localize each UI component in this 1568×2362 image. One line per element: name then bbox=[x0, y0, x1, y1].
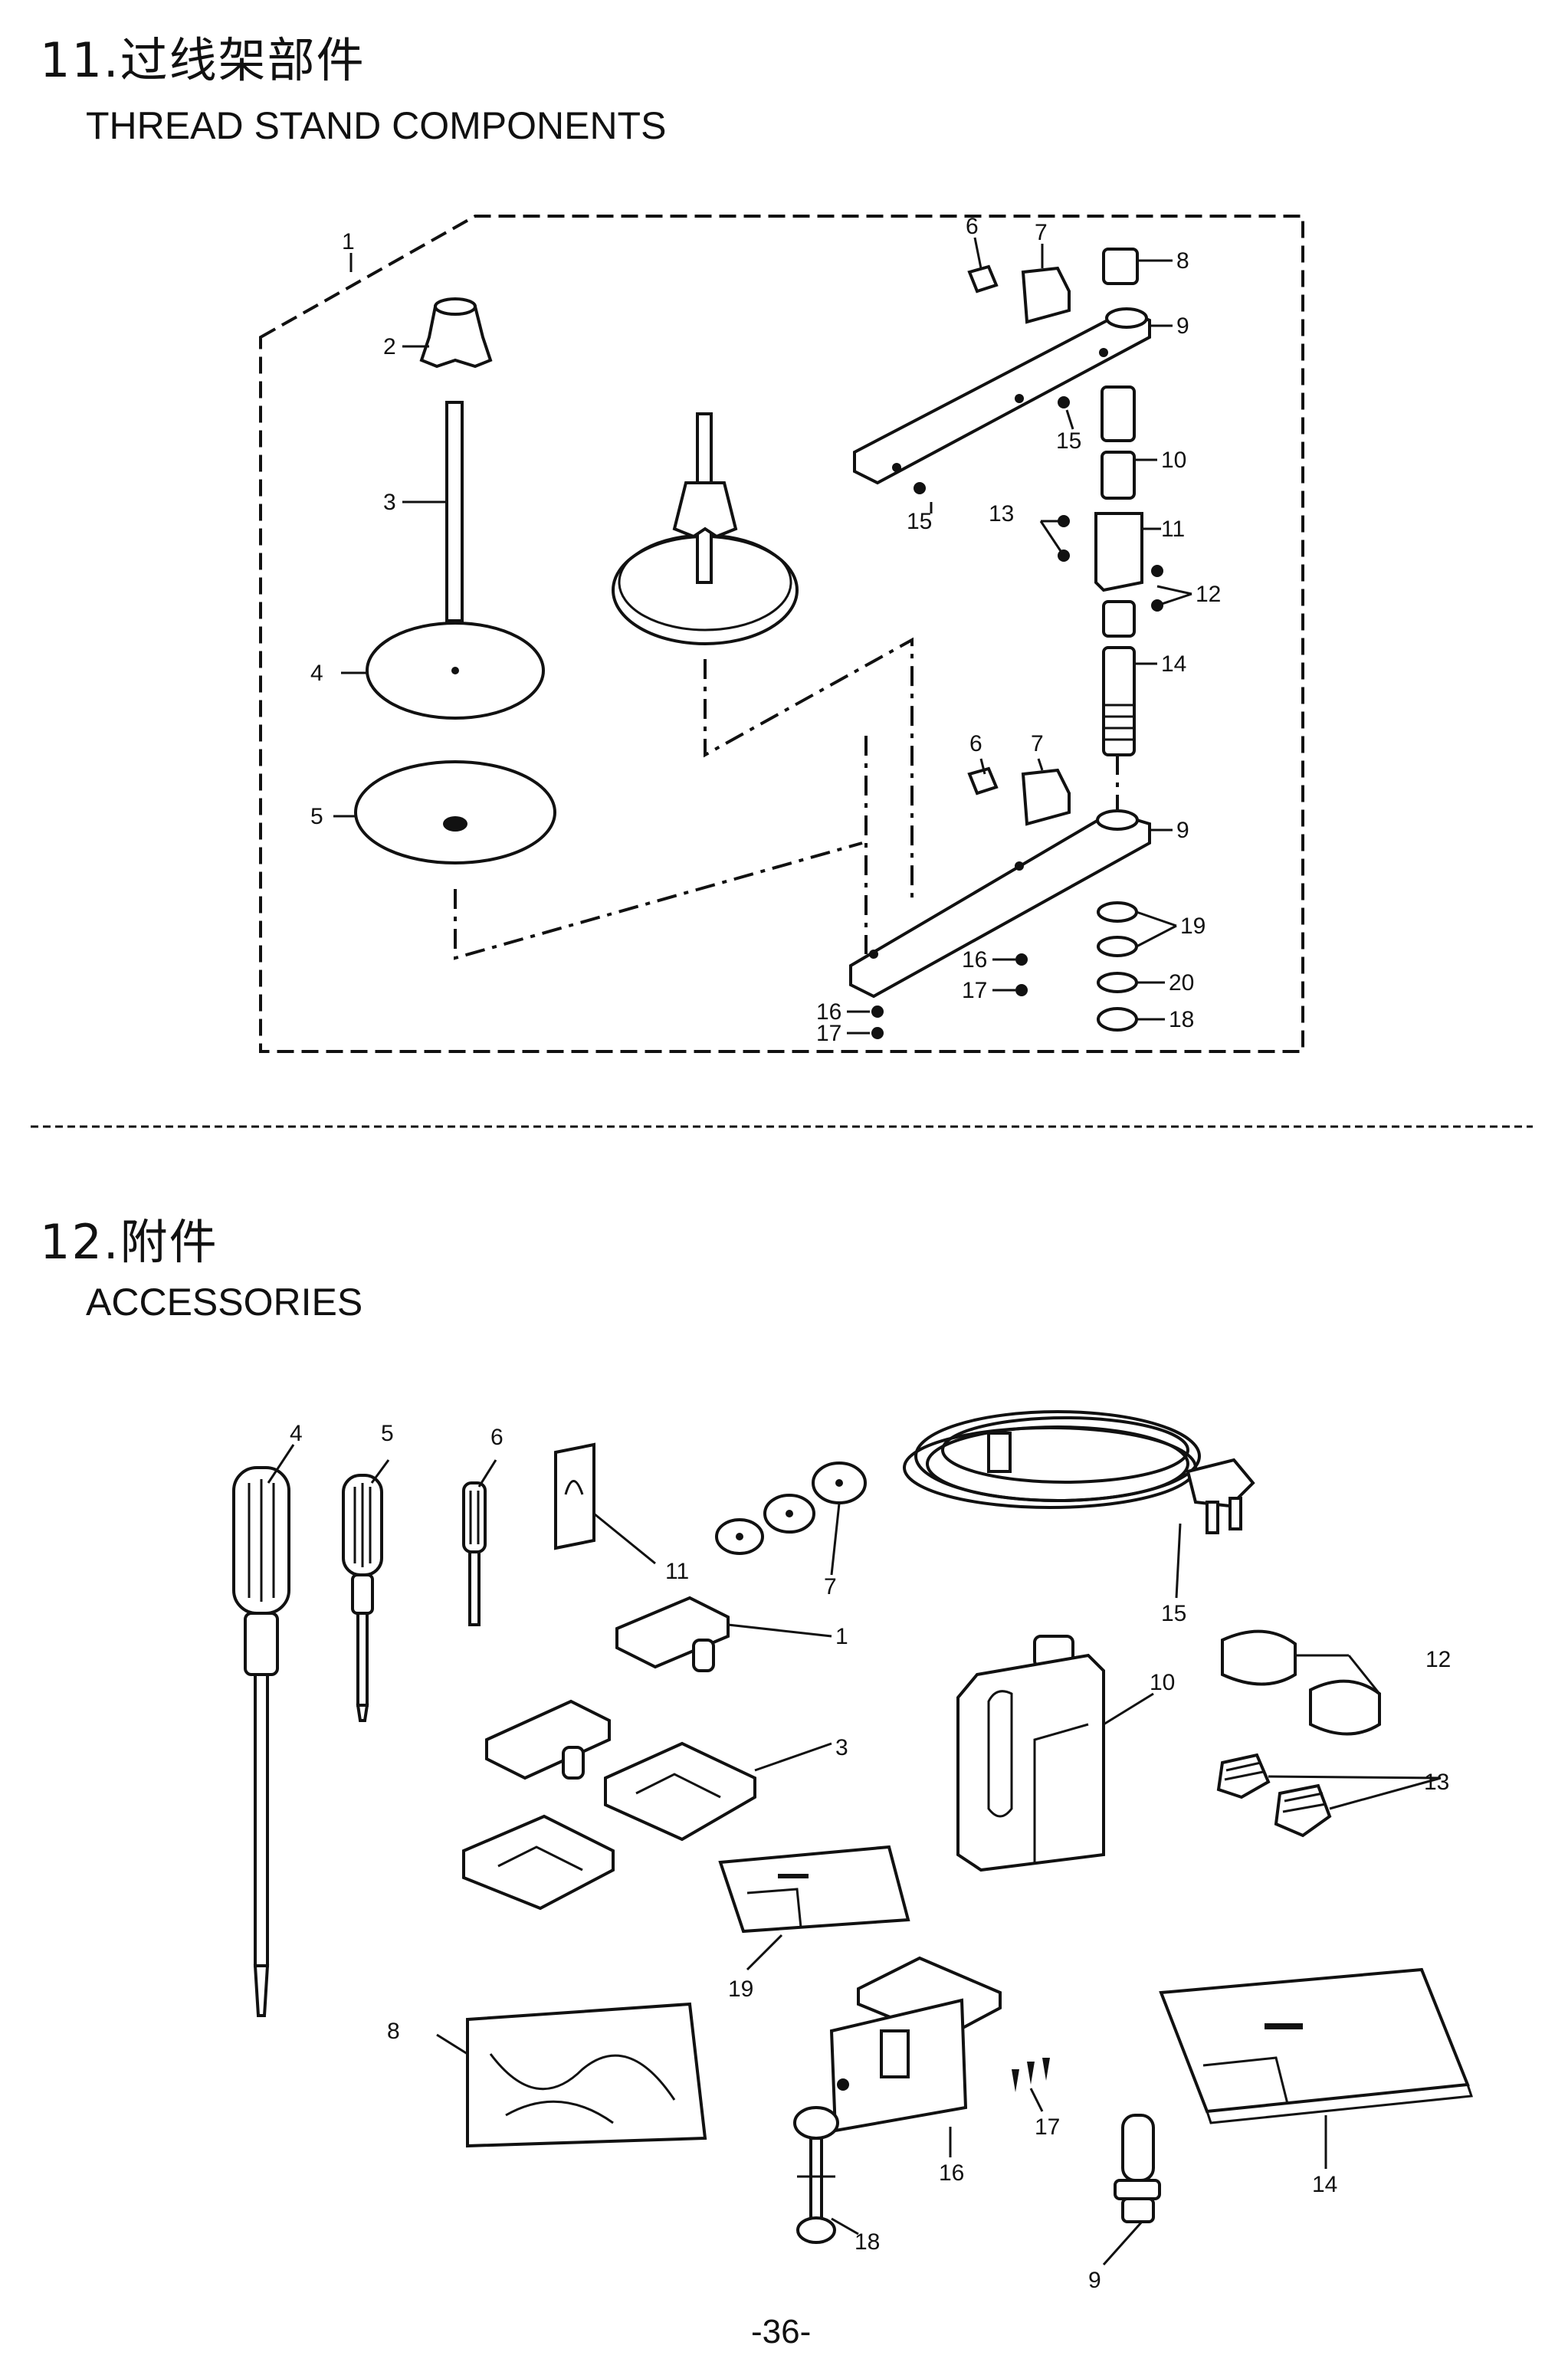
callout-15b: 15 bbox=[907, 509, 932, 534]
spool-bases-3 bbox=[462, 1741, 756, 1911]
callout-14: 14 bbox=[1161, 651, 1186, 677]
callout-17a: 17 bbox=[962, 978, 987, 1003]
callout-10: 10 bbox=[1161, 448, 1186, 473]
section-11-title-en: THREAD STAND COMPONENTS bbox=[86, 104, 667, 147]
acc-callout-10: 10 bbox=[1150, 1670, 1175, 1695]
screw-6b bbox=[967, 766, 999, 796]
thread-stand-diagram: 1 2 3 4 5 6 7 8 9 15 10 15 13 11 12 14 6… bbox=[259, 214, 1304, 1053]
acc-callout-13: 13 bbox=[1424, 1770, 1449, 1795]
spindle-rod-3 bbox=[445, 401, 464, 622]
callout-11: 11 bbox=[1161, 517, 1185, 542]
callout-13: 13 bbox=[989, 501, 1014, 527]
acc-callout-5: 5 bbox=[381, 1421, 394, 1446]
collar-8 bbox=[1102, 248, 1139, 285]
acc-callout-9: 9 bbox=[1088, 2268, 1101, 2293]
callout-1: 1 bbox=[342, 229, 355, 254]
oil-bottle-10 bbox=[956, 1635, 1105, 1872]
screws-17 bbox=[1012, 2058, 1050, 2092]
callout-9b: 9 bbox=[1176, 818, 1189, 843]
callout-16a: 16 bbox=[962, 947, 987, 973]
acc-callout-8: 8 bbox=[387, 2019, 400, 2044]
callout-6b: 6 bbox=[969, 731, 982, 756]
screwdriver-large-4 bbox=[232, 1466, 290, 2017]
acc-callout-17: 17 bbox=[1035, 2114, 1060, 2140]
callout-5: 5 bbox=[310, 804, 323, 829]
nuts-16-17 bbox=[871, 953, 1028, 1039]
upper-arm-9 bbox=[853, 307, 1151, 485]
spool-disc-5 bbox=[354, 760, 556, 864]
callout-20: 20 bbox=[1169, 970, 1194, 996]
callout-18: 18 bbox=[1169, 1007, 1194, 1032]
rubber-pads-13 bbox=[1216, 1753, 1332, 1838]
screwdriver-medium-5 bbox=[342, 1474, 383, 1722]
acc-callout-19: 19 bbox=[728, 1977, 753, 2002]
callout-4: 4 bbox=[310, 661, 323, 686]
acc-callout-14: 14 bbox=[1312, 2172, 1337, 2197]
washers-19-20-18 bbox=[1097, 901, 1138, 1032]
clamp-7b bbox=[1021, 768, 1071, 826]
spool-pin-9 bbox=[1114, 2114, 1161, 2223]
knee-lifter-16 bbox=[829, 1956, 1002, 2133]
acc-callout-15: 15 bbox=[1161, 1601, 1186, 1626]
section-11-title-cn: 11.过线架部件 bbox=[40, 32, 366, 88]
callout-15a: 15 bbox=[1056, 428, 1081, 454]
blade-card-11 bbox=[554, 1442, 595, 1550]
callout-12: 12 bbox=[1196, 582, 1221, 607]
dust-cover-8 bbox=[466, 2002, 707, 2148]
manual-19 bbox=[718, 1845, 910, 1934]
spool-holders-1 bbox=[485, 1596, 730, 1780]
power-cord-15 bbox=[903, 1410, 1255, 1534]
section-12-title-cn: 12.附件 bbox=[40, 1214, 218, 1270]
callout-17b: 17 bbox=[816, 1021, 841, 1046]
bobbins-7 bbox=[715, 1461, 867, 1555]
acc-callout-4: 4 bbox=[290, 1421, 303, 1446]
threaded-post-14 bbox=[1102, 600, 1136, 756]
acc-callout-11: 11 bbox=[665, 1559, 689, 1584]
tube-10 bbox=[1101, 385, 1136, 500]
callout-3: 3 bbox=[383, 490, 396, 515]
accessories-diagram: 4 5 6 11 7 15 1 3 12 10 13 19 8 16 17 14… bbox=[232, 1410, 1474, 2293]
callout-6a: 6 bbox=[966, 214, 979, 239]
callout-8: 8 bbox=[1176, 248, 1189, 274]
screwdriver-small-6 bbox=[462, 1481, 487, 1626]
acc-callout-3: 3 bbox=[835, 1735, 848, 1760]
bracket-11 bbox=[1094, 512, 1143, 592]
assembly-frame bbox=[259, 215, 1304, 1053]
callout-9a: 9 bbox=[1176, 313, 1189, 339]
acc-callout-18: 18 bbox=[855, 2229, 880, 2255]
callout-16b: 16 bbox=[816, 999, 841, 1025]
clamp-7a bbox=[1021, 266, 1071, 324]
callout-19: 19 bbox=[1180, 914, 1206, 939]
acc-callout-12: 12 bbox=[1425, 1647, 1451, 1672]
lever-18 bbox=[793, 2106, 839, 2244]
lower-arm-9 bbox=[849, 809, 1151, 999]
section-12-title-en: ACCESSORIES bbox=[86, 1281, 363, 1324]
rubber-feet-12 bbox=[1221, 1629, 1381, 1736]
acc-callout-6: 6 bbox=[490, 1425, 504, 1450]
spool-disc-4 bbox=[366, 622, 545, 720]
acc-callout-7: 7 bbox=[824, 1574, 837, 1599]
page-number: -36- bbox=[751, 2313, 812, 2351]
screw-6a bbox=[967, 264, 999, 294]
spool-cap-2 bbox=[419, 297, 493, 369]
acc-callout-1: 1 bbox=[835, 1624, 848, 1649]
assembled-spindle bbox=[612, 412, 799, 645]
callout-7a: 7 bbox=[1035, 220, 1048, 245]
acc-callout-16: 16 bbox=[939, 2160, 964, 2186]
instruction-book-14 bbox=[1159, 1967, 1474, 2124]
callout-7b: 7 bbox=[1031, 731, 1044, 756]
callout-2: 2 bbox=[383, 334, 396, 359]
